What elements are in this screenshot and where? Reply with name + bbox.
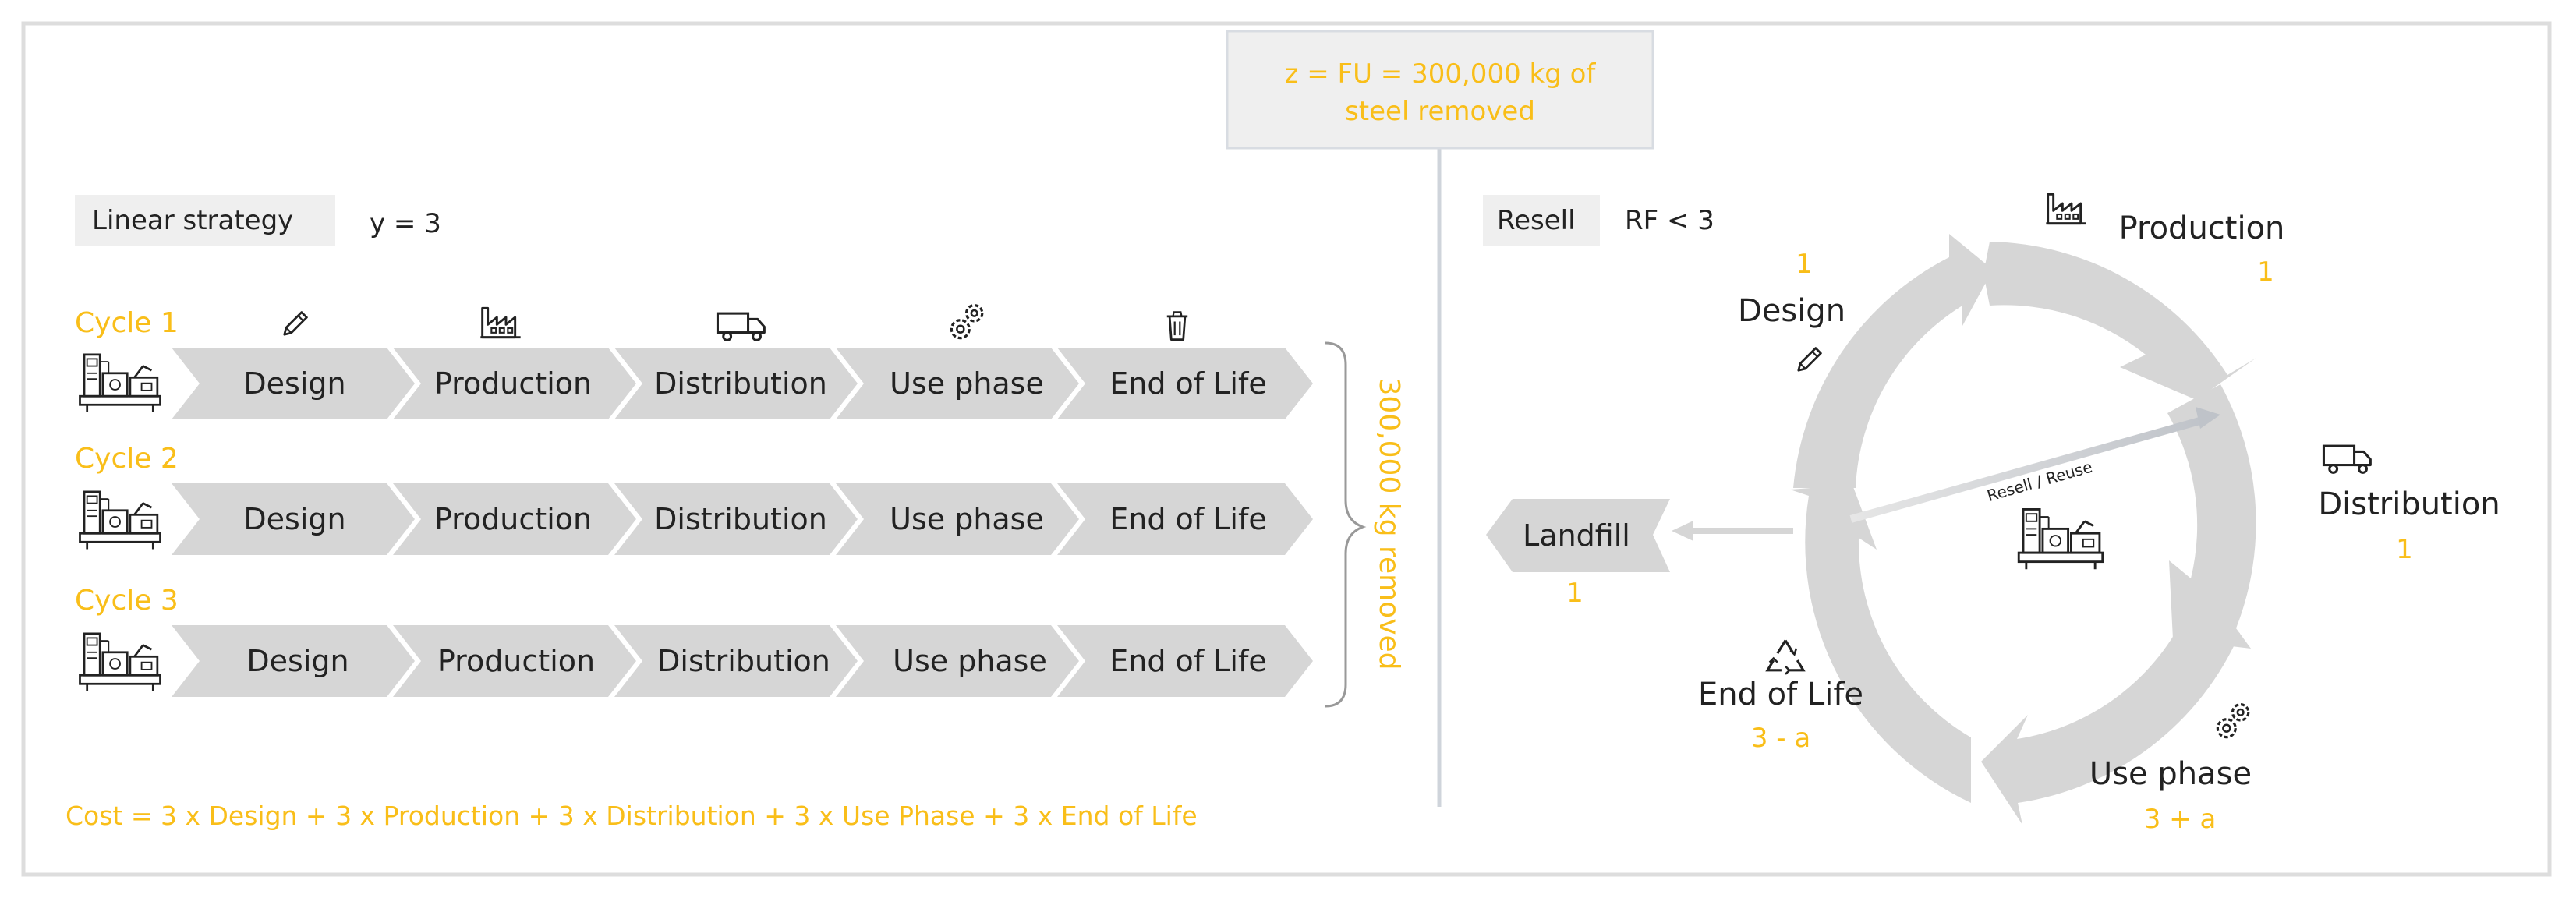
machine-icon [78,632,162,692]
gears-icon [950,304,984,340]
resell-production-label: Production [2119,210,2285,246]
cycle-3-stage-design-label: Design [246,644,349,678]
loop-segment-end-of-life [1790,485,1971,803]
cycle-1-stage-production [393,348,636,419]
resell-distribution-label: Distribution [2318,486,2500,522]
resell-use-phase-value: 3 + a [2144,804,2217,835]
cycle-3-stage-use-phase [836,625,1079,697]
functional-unit-line2: steel removed [1345,96,1535,127]
cycle-3-stage-production [393,625,636,697]
curly-brace [1325,341,1367,708]
landfill-arrow [1486,499,1670,572]
cycle-2-stage-end-of-life-label: End of Life [1109,502,1267,536]
resell-design-label: Design [1738,293,1845,329]
cycle-1-stage-distribution [614,348,858,419]
resell-distribution-value: 1 [2396,534,2413,565]
cycle-1-stage-use-phase [836,348,1079,419]
cycle-3-stage-distribution-label: Distribution [657,644,830,678]
resell-strategy-label-box [1483,195,1600,246]
outer-frame [21,21,2552,877]
linear-strategy-label: Linear strategy [92,205,293,236]
cycle-1-stage-production-label: Production [434,366,592,401]
loop-segment-production [1983,242,2256,400]
resell-end-of-life-value: 3 - a [1751,723,1810,754]
resell-strategy-label: Resell [1497,205,1576,236]
cycle-3-stage-design [172,625,415,697]
machine-icon [2017,507,2104,571]
cycle-2-stage-production [393,483,636,555]
cycle-1-row: Design Production Distribution Use phase… [172,348,1313,419]
linear-y-value: y = 3 [370,208,441,239]
resell-design-value: 1 [1796,249,1813,280]
landfill-connector-head [1672,521,1693,541]
cycle-1-stage-design [172,348,415,419]
truck-icon [716,312,766,341]
loop-segment-design [1793,234,1993,488]
brace-label: 300,000 kg removed [1373,377,1405,670]
cycle-1-stage-design-label: Design [243,366,345,401]
cycle-1-stage-use-phase-label: Use phase [890,366,1044,401]
cycle-2-stage-distribution-label: Distribution [654,502,827,536]
cycle-1-label: Cycle 1 [75,307,179,339]
cycle-3-label: Cycle 3 [75,585,179,617]
cycle-3-row: Design Production Distribution Use phase… [172,625,1313,697]
cycle-2-stage-use-phase [836,483,1079,555]
pencil-icon [283,311,308,336]
cycle-3-stage-use-phase-label: Use phase [893,644,1047,678]
linear-strategy-label-box [75,195,335,246]
cycle-2-label: Cycle 2 [75,443,179,475]
cycle-3-stage-production-label: Production [437,644,595,678]
machine-icon [78,353,162,413]
resell-reuse-arrowhead [2196,407,2220,429]
machine-icon [78,490,162,550]
gears-icon [2216,703,2250,739]
cycle-1-stage-end-of-life [1057,348,1313,419]
loop-segment-distribution [2167,384,2256,649]
resell-use-phase-label: Use phase [2089,756,2252,792]
cycle-2-stage-production-label: Production [434,502,592,536]
cost-formula: Cost = 3 x Design + 3 x Production + 3 x… [65,801,1198,831]
cycle-2-stage-design-label: Design [243,502,345,536]
circular-loop [1790,234,2256,825]
functional-unit-line1: z = FU = 300,000 kg of [1285,58,1597,90]
cycle-1-stage-end-of-life-label: End of Life [1109,366,1267,401]
cycle-2-stage-distribution [614,483,858,555]
cycle-2-stage-design [172,483,415,555]
recycle-icon [1766,639,1805,676]
resell-reuse-arrow [1849,415,2210,523]
functional-unit-box [1226,30,1654,150]
truck-icon [2322,444,2372,474]
cycle-2-stage-end-of-life [1057,483,1313,555]
pencil-icon [1797,347,1822,372]
cycle-1-stage-distribution-label: Distribution [654,366,827,401]
cycle-2-stage-use-phase-label: Use phase [890,502,1044,536]
trash-icon [1166,311,1189,341]
cycle-3-stage-distribution [614,625,858,697]
landfill-label: Landfill [1523,518,1630,553]
cycle-3-stage-end-of-life-label: End of Life [1109,644,1267,678]
resell-production-value: 1 [2257,256,2274,288]
loop-segment-use-phase [1981,616,2240,825]
cycle-2-row: Design Production Distribution Use phase… [172,483,1313,555]
landfill-value: 1 [1566,578,1583,609]
factory-icon [2044,193,2088,225]
cycle-3-stage-end-of-life [1057,625,1313,697]
resell-end-of-life-label: End of Life [1698,677,1863,712]
factory-icon [479,306,522,339]
resell-rf-value: RF < 3 [1625,205,1714,236]
